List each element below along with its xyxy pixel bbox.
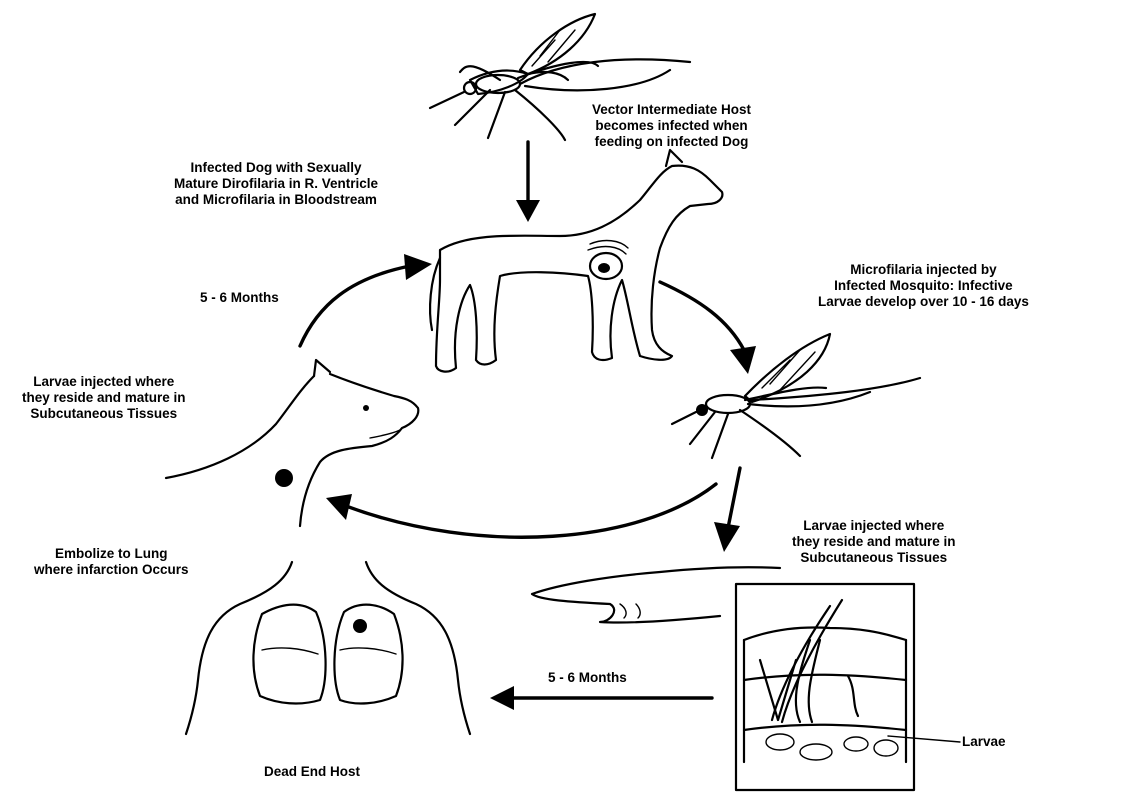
label-dog-larvae: Larvae injected where they reside and ma… — [22, 374, 186, 422]
label-microfilaria-line-2: Infected Mosquito: Infective — [818, 278, 1029, 294]
arrow-mosquito-to-dog-head — [326, 484, 716, 537]
label-infected-dog-line-1: Infected Dog with Sexually — [174, 160, 378, 176]
label-vector-host-line-3: feeding on infected Dog — [592, 134, 751, 150]
label-vector-host: Vector Intermediate Host becomes infecte… — [592, 102, 751, 150]
label-microfilaria-injected: Microfilaria injected by Infected Mosqui… — [818, 262, 1029, 310]
label-embolize-line-2: where infarction Occurs — [34, 562, 189, 578]
label-vector-host-line-1: Vector Intermediate Host — [592, 102, 751, 118]
label-human-larvae-line-3: Subcutaneous Tissues — [792, 550, 956, 566]
arrow-mosquito-to-dog — [516, 142, 540, 222]
label-dog-larvae-line-3: Subcutaneous Tissues — [22, 406, 186, 422]
label-dog-larvae-line-1: Larvae injected where — [22, 374, 186, 390]
mosquito-icon-right — [672, 334, 920, 458]
label-dog-larvae-line-2: they reside and mature in — [22, 390, 186, 406]
label-embolize: Embolize to Lung where infarction Occurs — [34, 546, 189, 578]
label-infected-dog-line-2: Mature Dirofilaria in R. Ventricle — [174, 176, 378, 192]
label-infected-dog: Infected Dog with Sexually Mature Dirofi… — [174, 160, 378, 208]
human-torso-icon — [186, 562, 470, 734]
label-infected-dog-line-3: and Microfilaria in Bloodstream — [174, 192, 378, 208]
label-microfilaria-line-3: Larvae develop over 10 - 16 days — [818, 294, 1029, 310]
arrow-skin-to-torso — [490, 686, 712, 710]
arrow-mosquito-to-hand — [714, 468, 740, 552]
label-human-larvae-line-2: they reside and mature in — [792, 534, 956, 550]
label-embolize-line-1: Embolize to Lung — [34, 546, 189, 562]
label-human-larvae: Larvae injected where they reside and ma… — [792, 518, 956, 566]
skin-section-icon — [736, 584, 960, 790]
label-months-human: 5 - 6 Months — [548, 670, 627, 686]
label-human-larvae-line-1: Larvae injected where — [792, 518, 956, 534]
label-months-dog: 5 - 6 Months — [200, 290, 279, 306]
label-vector-host-line-2: becomes infected when — [592, 118, 751, 134]
arrow-dog-head-to-dog — [300, 254, 432, 346]
hand-icon — [532, 567, 780, 622]
label-microfilaria-line-1: Microfilaria injected by — [818, 262, 1029, 278]
arrow-dog-to-mosquito — [660, 282, 756, 374]
label-dead-end-host: Dead End Host — [264, 764, 360, 780]
dog-head-icon — [166, 360, 418, 526]
label-larvae: Larvae — [962, 734, 1006, 750]
dog-icon — [430, 150, 722, 372]
